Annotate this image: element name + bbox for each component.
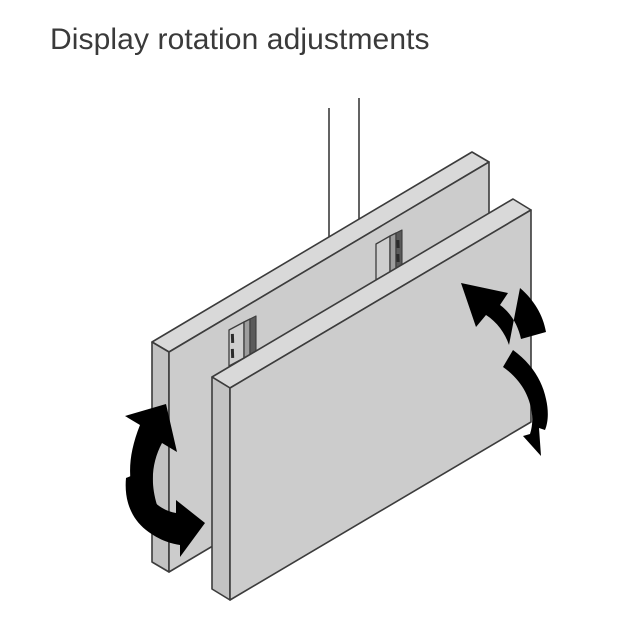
front-panel <box>211 198 532 601</box>
bracket-upper <box>375 229 403 281</box>
rotation-arrow-top-right <box>461 283 548 456</box>
rotation-arrow-bottom-left <box>125 404 205 557</box>
page-title: Display rotation adjustments <box>50 23 430 56</box>
